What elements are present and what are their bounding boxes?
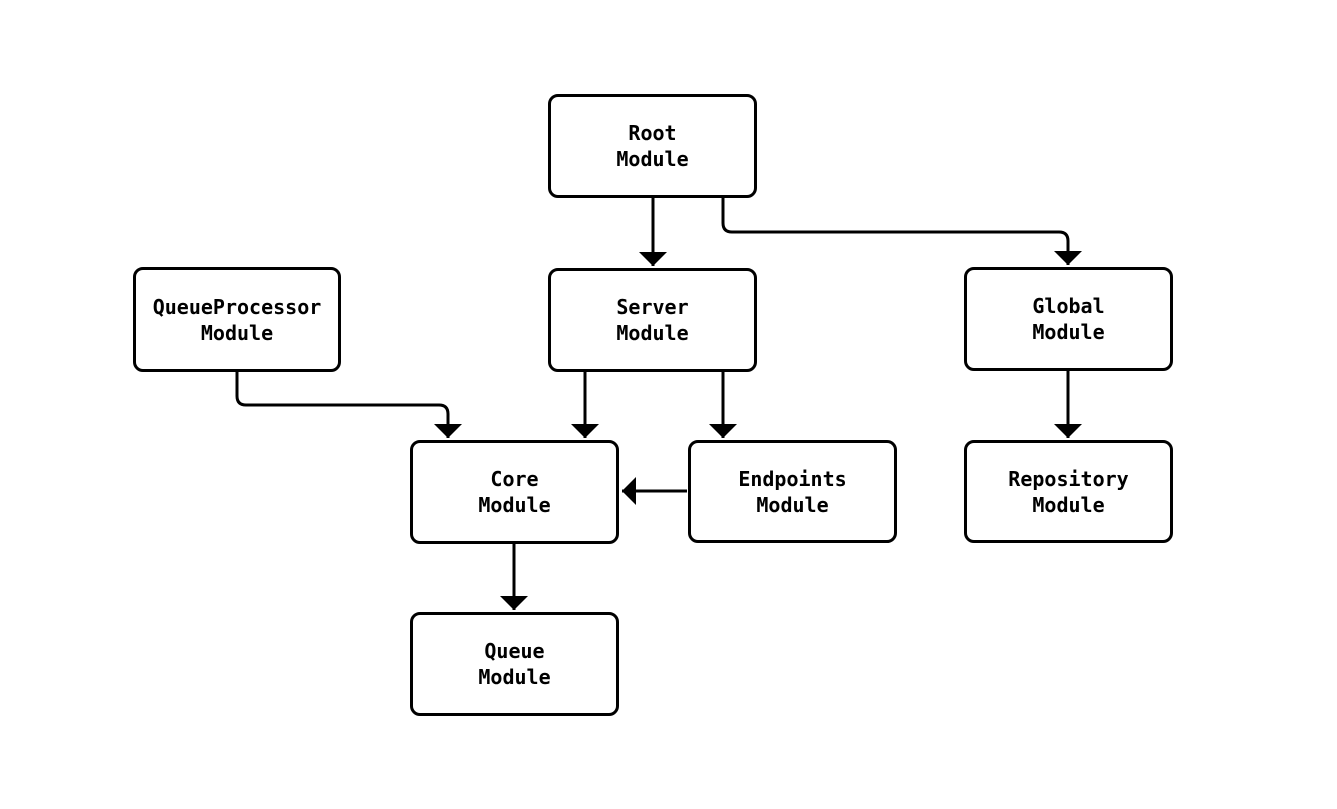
node-endpoints-module[interactable]: Endpoints Module (688, 440, 897, 543)
node-global-module-label: Global Module (1032, 294, 1105, 344)
node-root-module-label: Root Module (616, 121, 689, 171)
node-global-module[interactable]: Global Module (964, 267, 1173, 371)
node-queueprocessor-module[interactable]: QueueProcessor Module (133, 267, 341, 372)
node-server-module[interactable]: Server Module (548, 268, 757, 372)
node-server-module-label: Server Module (616, 295, 689, 345)
node-core-module[interactable]: Core Module (410, 440, 619, 544)
node-endpoints-module-label: Endpoints Module (738, 466, 847, 517)
node-repository-module[interactable]: Repository Module (964, 440, 1173, 543)
node-core-module-label: Core Module (478, 467, 551, 517)
node-queueprocessor-module-label: QueueProcessor Module (152, 294, 322, 345)
edge-root-to-global (721, 198, 1082, 265)
node-root-module[interactable]: Root Module (548, 94, 757, 198)
edge-queueprocessor-to-core (235, 372, 462, 438)
node-queue-module-label: Queue Module (478, 639, 551, 689)
node-queue-module[interactable]: Queue Module (410, 612, 619, 716)
node-repository-module-label: Repository Module (1008, 466, 1129, 517)
